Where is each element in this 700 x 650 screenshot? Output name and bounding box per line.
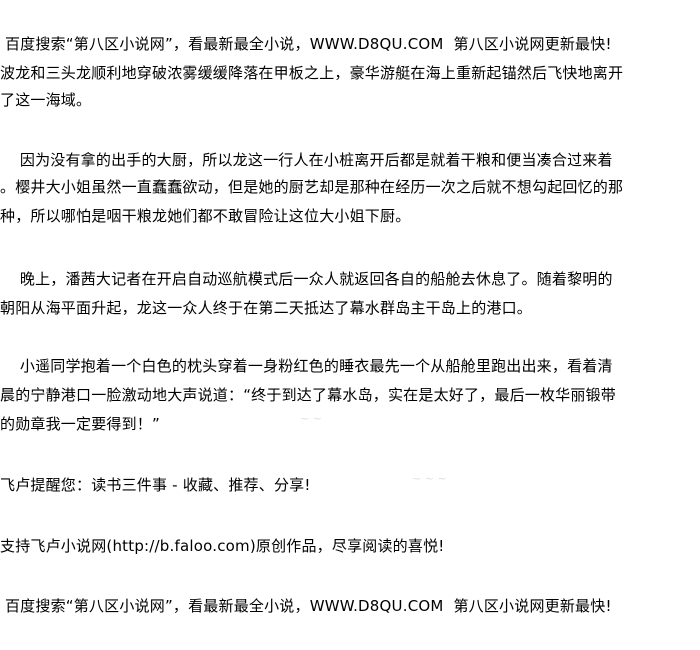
body-line: 了这一海域。 bbox=[0, 91, 92, 109]
header-line: 百度搜索“第八区小说网”，看最新最全小说，WWW.D8QU.COM 第八区小说网… bbox=[0, 35, 612, 53]
body-line: 因为没有拿的出手的大厨，所以龙这一行人在小桩离开后都是就着干粮和便当凑合过来着 bbox=[0, 151, 613, 169]
reminder-line: 飞卢提醒您：读书三件事 - 收藏、推荐、分享! bbox=[0, 476, 311, 494]
faint-watermark: ~ ~ bbox=[300, 412, 322, 425]
body-line: 。樱井大小姐虽然一直蠢蠢欲动，但是她的厨艺却是那种在经历一次之后就不想勾起回忆的… bbox=[0, 178, 624, 196]
body-line: 晨的宁静港口一脸激动地大声说道：“终于到达了幕水岛，实在是太好了，最后一枚华丽锻… bbox=[0, 386, 616, 404]
footer-line: 百度搜索“第八区小说网”，看最新最全小说，WWW.D8QU.COM 第八区小说网… bbox=[0, 597, 612, 615]
body-line: 晚上，潘茜大记者在开启自动巡航模式后一众人就返回各自的船舱去休息了。随着黎明的 bbox=[0, 270, 613, 288]
body-line: 种，所以哪怕是咽干粮龙她们都不敢冒险让这位大小姐下厨。 bbox=[0, 207, 411, 225]
body-line: 小遥同学抱着一个白色的枕头穿着一身粉红色的睡衣最先一个从船舱里跑出出来，看着清 bbox=[0, 357, 613, 375]
body-line: 的勋章我一定要得到！” bbox=[0, 415, 160, 433]
body-line: 朝阳从海平面升起，龙这一众人终于在第二天抵达了幕水群岛主干岛上的港口。 bbox=[0, 299, 533, 317]
faint-watermark: ~ ~ ~ bbox=[412, 472, 447, 485]
support-line: 支持飞卢小说网(http://b.faloo.com)原创作品，尽享阅读的喜悦! bbox=[0, 537, 445, 555]
body-line: 波龙和三头龙顺利地穿破浓雾缓缓降落在甲板之上，豪华游艇在海上重新起锚然后飞快地离… bbox=[0, 64, 624, 82]
